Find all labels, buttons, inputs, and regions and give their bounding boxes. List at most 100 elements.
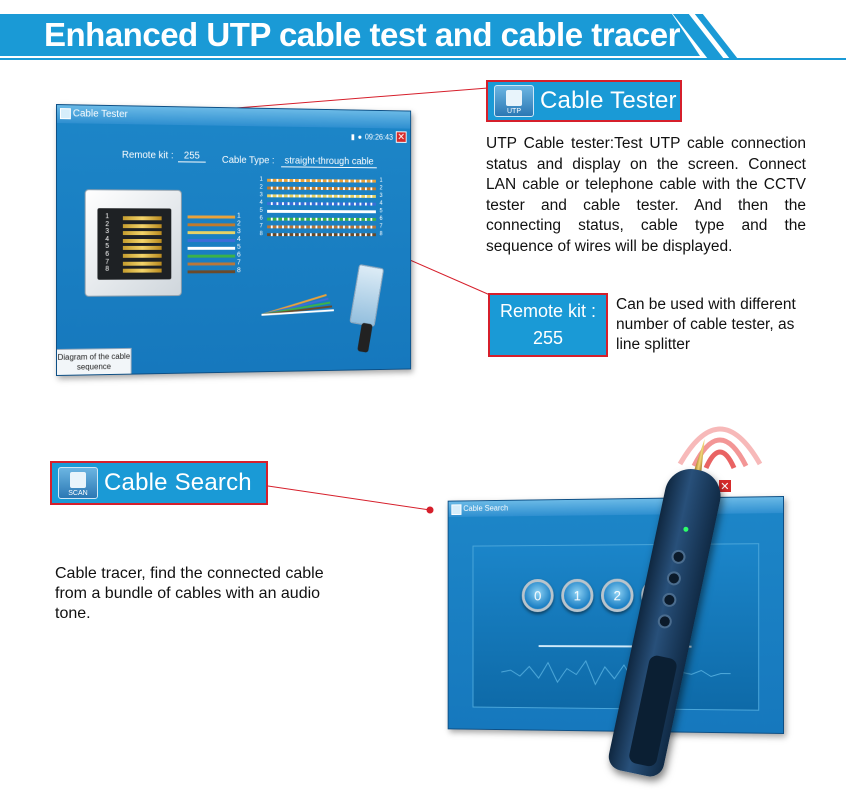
cable-type-row: Cable Type : straight-through cable bbox=[222, 155, 378, 169]
banner-underline bbox=[0, 58, 846, 60]
tracer-button bbox=[656, 613, 674, 630]
wire-number: 2 bbox=[237, 220, 241, 228]
status-bar: ▮ ● 09:26:43 ✕ bbox=[351, 130, 407, 144]
header-banner: Enhanced UTP cable test and cable tracer bbox=[0, 6, 846, 60]
wire-strip bbox=[187, 223, 236, 227]
cable-type-value: straight-through cable bbox=[280, 155, 378, 169]
wire-number: 4 bbox=[237, 236, 241, 243]
wire-number: 5 bbox=[237, 243, 241, 251]
network-icon: ● bbox=[357, 132, 363, 141]
jack-pin bbox=[122, 246, 162, 251]
signal-waves-icon bbox=[677, 426, 763, 470]
pin-left-number: 1 bbox=[259, 176, 263, 183]
jack-pin-number: 1 bbox=[105, 213, 110, 221]
battery-icon: ▮ bbox=[350, 132, 355, 141]
pin-right-number: 1 bbox=[379, 177, 383, 184]
page-title: Enhanced UTP cable test and cable tracer bbox=[44, 16, 680, 53]
jack-pin-number: 8 bbox=[105, 265, 110, 273]
remote-kit-box: Remote kit : 255 bbox=[488, 293, 608, 357]
window-titlebar: Cable Tester bbox=[56, 105, 411, 129]
rj45-plug bbox=[349, 264, 385, 328]
pin-left-number: 2 bbox=[259, 184, 263, 191]
pin-right-number: 4 bbox=[379, 200, 383, 207]
pin-right-number: 2 bbox=[379, 185, 383, 192]
wire-strip bbox=[187, 231, 236, 235]
banner-bar bbox=[0, 14, 700, 56]
wire-strip bbox=[187, 239, 236, 242]
utp-icon-label: UTP bbox=[507, 108, 521, 115]
pin-right-number: 6 bbox=[379, 216, 383, 222]
pin-right-number: 7 bbox=[379, 223, 383, 230]
wire-number: 1 bbox=[237, 212, 241, 220]
remote-kit-value[interactable]: 255 bbox=[178, 150, 206, 163]
app-icon bbox=[451, 504, 462, 516]
scan-icon: SCAN bbox=[58, 467, 98, 499]
cable-tester-screen: Cable Tester ▮ ● 09:26:43 ✕ Remote kit :… bbox=[56, 104, 412, 376]
tracer-led bbox=[682, 526, 689, 533]
connector-line bbox=[267, 485, 431, 511]
pin-left-number: 7 bbox=[259, 223, 263, 230]
remote-kit-box-label: Remote kit : bbox=[499, 301, 597, 321]
tracer-button bbox=[670, 548, 687, 566]
jack-pin bbox=[122, 268, 162, 273]
pin-right-number: 5 bbox=[379, 208, 383, 215]
pin-left-number: 8 bbox=[259, 231, 263, 238]
tracer-grip bbox=[627, 654, 679, 768]
jack-pin-number: 6 bbox=[105, 250, 110, 258]
diagram-of-cable-sequence-label[interactable]: Diagram of the cable sequence bbox=[56, 347, 132, 375]
remote-kit-row: Remote kit : 255 bbox=[122, 150, 206, 163]
app-icon bbox=[59, 108, 71, 120]
tracer-pen-icon bbox=[70, 472, 86, 488]
tone-button-0[interactable]: 0 bbox=[521, 578, 554, 613]
jack-pin-number: 2 bbox=[105, 220, 110, 228]
cable-body bbox=[357, 322, 373, 353]
wire-strip bbox=[187, 246, 236, 250]
jack-pin bbox=[122, 231, 162, 236]
connector-dot bbox=[426, 506, 434, 514]
tone-button-1[interactable]: 1 bbox=[561, 578, 594, 613]
window-title: Cable Tester bbox=[72, 108, 128, 121]
cable-tester-badge: UTP Cable Tester bbox=[486, 80, 682, 122]
cable-search-badge-text: Cable Search bbox=[104, 469, 252, 496]
tracer-button bbox=[661, 591, 678, 609]
line-splitter-description: Can be used with different number of cab… bbox=[616, 296, 796, 353]
cable-tester-badge-text: Cable Tester bbox=[540, 87, 677, 114]
jack-pin bbox=[122, 253, 162, 258]
remote-kit-box-value: 255 bbox=[532, 328, 564, 348]
pin-left-number: 6 bbox=[259, 215, 263, 222]
tracer-button bbox=[665, 570, 683, 587]
cable-tracer-description: Cable tracer, find the connected cable f… bbox=[55, 565, 324, 622]
jack-pin-number: 4 bbox=[105, 235, 110, 243]
jack-pin-number: 5 bbox=[105, 243, 110, 251]
pin-right-number: 3 bbox=[379, 193, 383, 199]
wire-number: 6 bbox=[237, 251, 241, 259]
jack-pin-number: 7 bbox=[105, 258, 110, 266]
pin-right-number: 8 bbox=[379, 231, 383, 238]
utp-icon: UTP bbox=[494, 85, 534, 117]
cable-search-badge: SCAN Cable Search bbox=[50, 461, 268, 505]
remote-kit-label: Remote kit : bbox=[121, 149, 174, 162]
wire-number: 3 bbox=[237, 228, 241, 236]
wire-strip bbox=[187, 254, 236, 258]
close-icon[interactable]: ✕ bbox=[395, 131, 407, 143]
jack-pin bbox=[122, 216, 162, 221]
pin-left-number: 4 bbox=[259, 200, 263, 206]
utp-description: UTP Cable tester:Test UTP cable connecti… bbox=[486, 135, 806, 255]
wire-number: 7 bbox=[237, 259, 241, 267]
wire-strip bbox=[187, 270, 236, 274]
wire-strip bbox=[187, 262, 236, 266]
scan-icon-label: SCAN bbox=[68, 490, 88, 497]
jack-pin bbox=[122, 261, 162, 266]
tester-device-icon bbox=[506, 90, 522, 106]
